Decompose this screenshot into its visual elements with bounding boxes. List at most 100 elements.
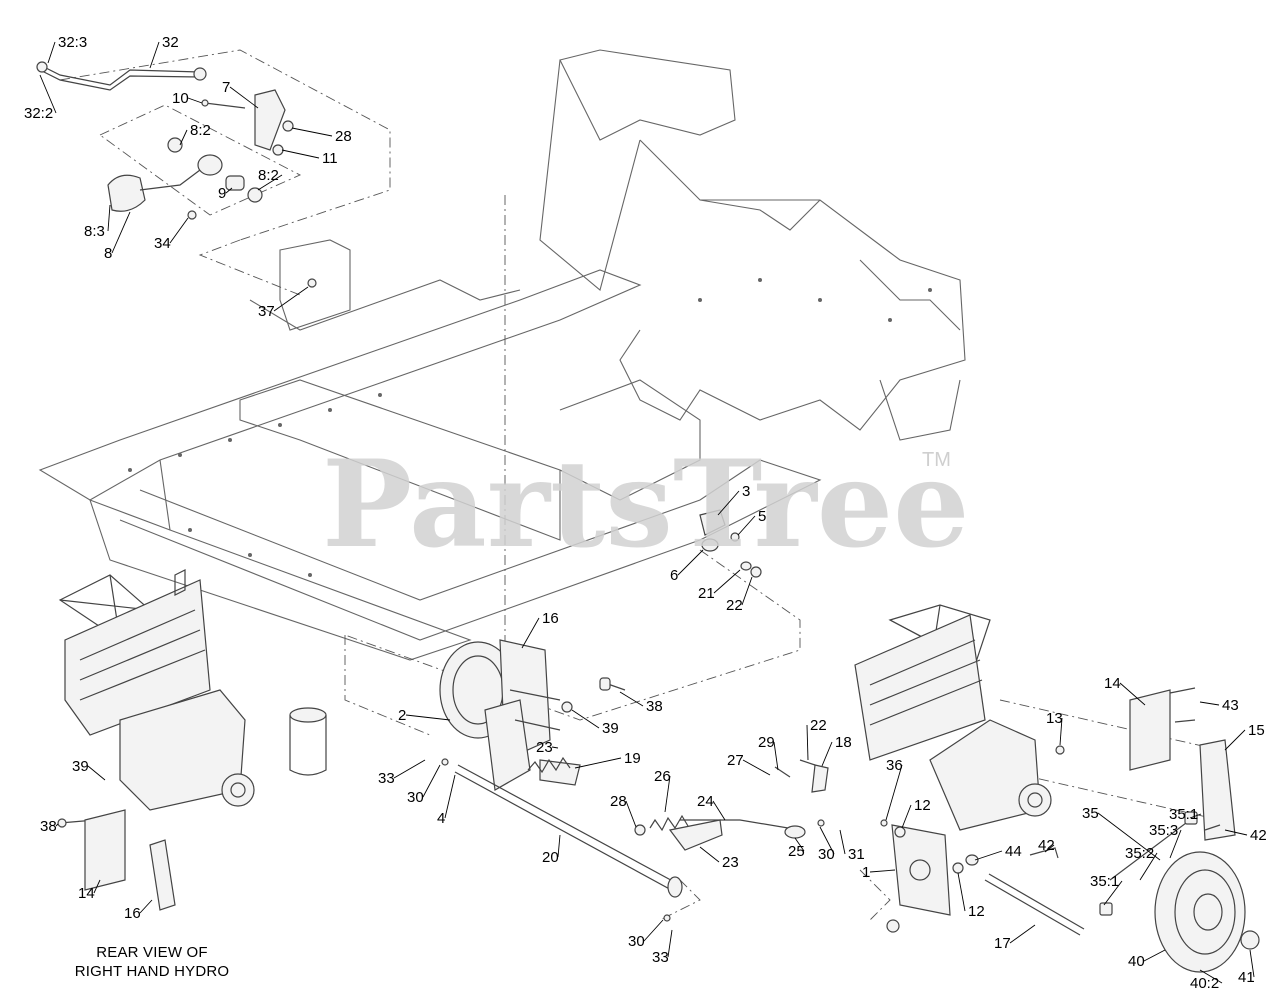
leader-c-18 — [821, 741, 833, 767]
callout-44: 44 — [1005, 843, 1022, 860]
leader-c-14a — [1119, 682, 1146, 706]
leader-c-30c — [643, 919, 664, 942]
callout-35: 35 — [1082, 805, 1099, 822]
leader-c-14b — [93, 879, 101, 894]
callout-7: 7 — [222, 79, 230, 96]
callout-37: 37 — [258, 303, 275, 320]
leader-c-42a — [1224, 829, 1248, 836]
callout-39a: 39 — [602, 720, 619, 737]
leader-c-41 — [1249, 949, 1255, 978]
leader-c-10 — [187, 97, 203, 104]
callout-12b: 12 — [968, 903, 985, 920]
callout-5: 5 — [758, 508, 766, 525]
leader-c-8-2a — [179, 129, 188, 146]
leader-c-35-3 — [1169, 829, 1182, 859]
leader-c-39b — [87, 765, 106, 781]
callout-18: 18 — [835, 734, 852, 751]
leader-c-1 — [869, 869, 896, 873]
callout-11: 11 — [322, 150, 338, 167]
callout-32-2: 32:2 — [24, 105, 53, 122]
leader-c-11 — [281, 149, 320, 159]
leader-c-26 — [664, 775, 671, 813]
leader-c-36 — [885, 764, 903, 821]
callout-4: 4 — [437, 810, 445, 827]
leader-c-40 — [1143, 949, 1166, 962]
callout-1: 1 — [862, 864, 870, 881]
leader-c-30a — [422, 764, 441, 798]
callout-10: 10 — [172, 90, 189, 107]
leader-c-22a — [741, 576, 753, 606]
leader-c-31 — [839, 829, 846, 855]
leader-c-7 — [229, 86, 259, 109]
callout-9: 9 — [218, 185, 226, 202]
callout-23a: 23 — [536, 739, 553, 756]
callout-30b: 30 — [818, 846, 835, 863]
leader-c-40-2 — [1199, 969, 1223, 984]
callout-42a: 42 — [1250, 827, 1267, 844]
callout-25: 25 — [788, 843, 805, 860]
callout-32-3: 32:3 — [58, 34, 87, 51]
callout-leaders — [39, 41, 1255, 984]
leader-c-22b — [806, 724, 809, 761]
callout-28a: 28 — [335, 128, 352, 145]
leader-c-4 — [444, 774, 456, 819]
callout-33b: 33 — [652, 949, 669, 966]
control-linkage-parts — [36, 61, 317, 288]
leader-c-17 — [1009, 924, 1036, 944]
callout-2: 2 — [398, 707, 406, 724]
callout-16a: 16 — [542, 610, 559, 627]
callout-8-2b: 8:2 — [258, 167, 279, 184]
callout-41: 41 — [1238, 969, 1255, 986]
callout-35-3: 35:3 — [1149, 822, 1178, 839]
leader-c-35 — [1097, 812, 1161, 861]
callout-29: 29 — [758, 734, 775, 751]
leader-c-20 — [557, 834, 561, 858]
callout-20: 20 — [542, 849, 559, 866]
leader-c-21 — [713, 569, 741, 594]
leader-c-33b — [667, 929, 673, 958]
pivot-bracket-parts — [699, 509, 762, 578]
leader-c-34 — [169, 217, 189, 244]
callout-28b: 28 — [610, 793, 627, 810]
right-hydro-unit — [854, 604, 1260, 973]
leader-c-33a — [393, 759, 426, 779]
leader-c-13 — [1059, 717, 1063, 746]
callout-42b: 42 — [1038, 837, 1055, 854]
callout-6: 6 — [670, 567, 678, 584]
callout-13: 13 — [1046, 710, 1063, 727]
callout-38a: 38 — [646, 698, 663, 715]
watermark: PartsTree TM — [322, 434, 969, 575]
leader-c-12a — [901, 804, 912, 829]
callout-43: 43 — [1222, 697, 1239, 714]
leader-c-15 — [1224, 729, 1246, 751]
callout-14b: 14 — [78, 885, 95, 902]
leader-c-29 — [773, 741, 779, 771]
callout-36: 36 — [886, 757, 903, 774]
callout-22b: 22 — [810, 717, 827, 734]
callout-35-1b: 35:1 — [1090, 873, 1119, 890]
callout-33a: 33 — [378, 770, 395, 787]
leader-c-23a — [551, 746, 559, 749]
callout-31: 31 — [848, 846, 865, 863]
leader-c-28a — [291, 127, 333, 137]
leader-c-35-1b — [1103, 880, 1123, 906]
callout-27: 27 — [727, 752, 744, 769]
callout-24: 24 — [697, 793, 714, 810]
callout-8: 8 — [104, 245, 112, 262]
callout-19: 19 — [624, 750, 641, 767]
callout-39b: 39 — [72, 758, 89, 775]
leader-c-32-2 — [39, 74, 57, 114]
callout-30c: 30 — [628, 933, 645, 950]
leader-c-35-2 — [1139, 852, 1158, 881]
callout-34: 34 — [154, 235, 171, 252]
leader-c-32 — [149, 41, 160, 69]
leader-c-3 — [717, 490, 740, 516]
watermark-brand: PartsTree — [322, 434, 969, 575]
leader-c-28b — [625, 800, 637, 828]
leader-c-8 — [111, 211, 131, 254]
leader-c-16a — [521, 617, 540, 649]
callout-14a: 14 — [1104, 675, 1121, 692]
caption-line-1: REAR VIEW OF — [96, 944, 208, 961]
leader-c-9 — [225, 187, 233, 194]
